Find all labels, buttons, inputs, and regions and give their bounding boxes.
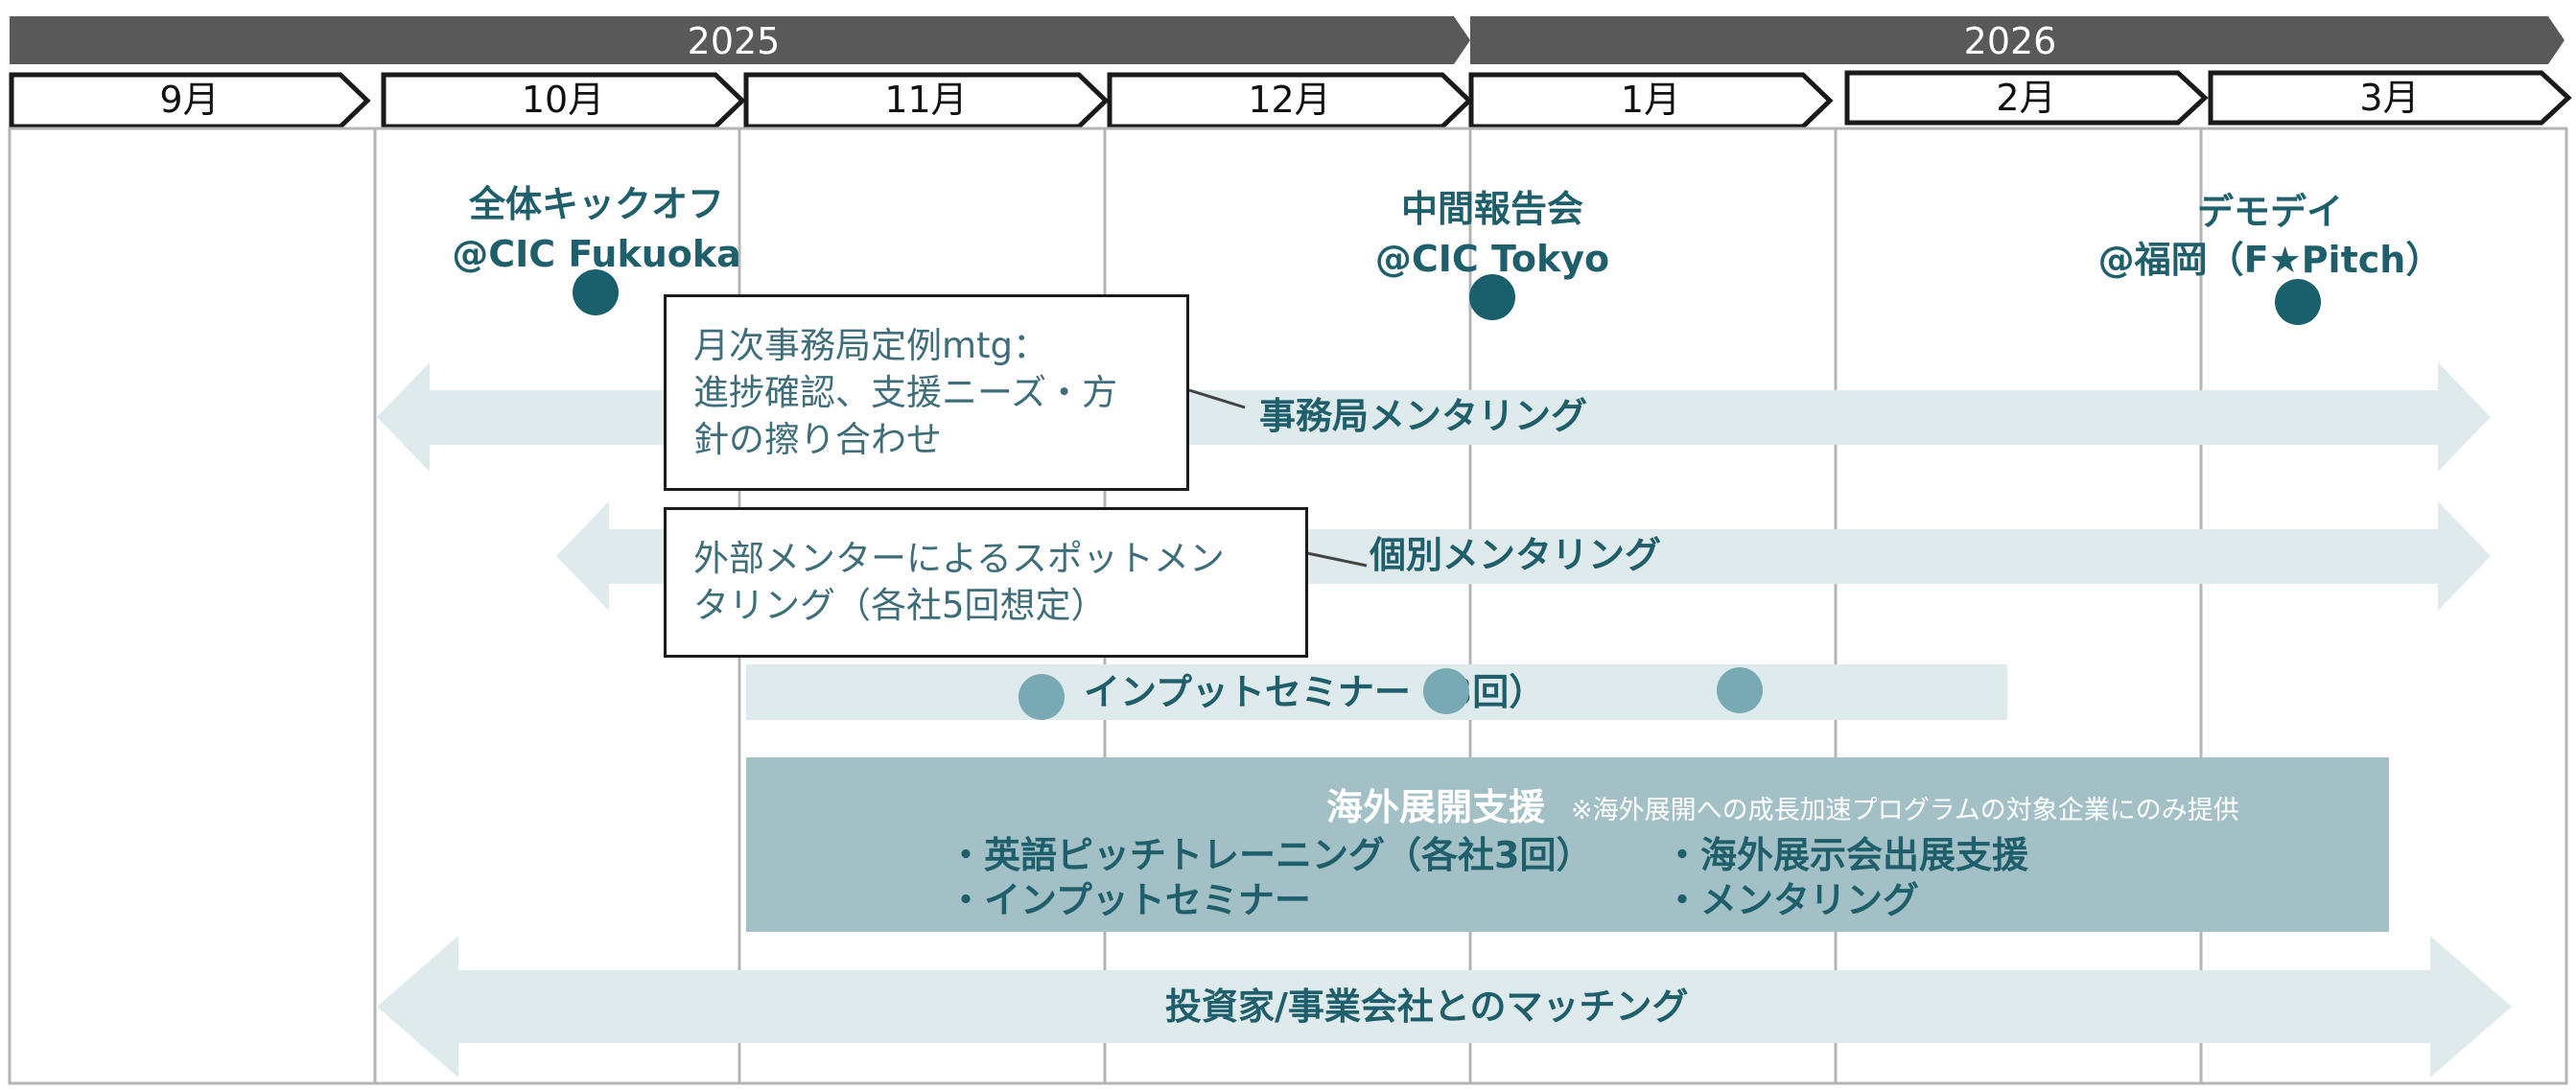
month-chevron-sep <box>9 72 371 129</box>
month-label-nov: 11月 <box>884 79 968 121</box>
milestone-dot-demoday <box>2275 279 2321 325</box>
month-label-dec: 12月 <box>1248 79 1331 121</box>
seminar-dot-3 <box>1717 667 1763 713</box>
matching-label: 投資家/事業会社とのマッチング <box>1165 986 1689 1028</box>
grid-frame <box>8 127 2568 1085</box>
milestone-dot-midterm <box>1469 274 1515 320</box>
year-header <box>10 16 2564 64</box>
seminar-dot-1 <box>1019 674 1065 720</box>
month-chevron-mar <box>2208 70 2572 126</box>
month-chevron-jan <box>1468 72 1834 129</box>
overseas-note: ※海外展開への成長加速プログラムの対象企業にのみ提供 <box>1571 796 2239 825</box>
month-chevron-dec <box>1107 72 1473 129</box>
callout-spot: 外部メンターによるスポットメン タリング（各社5回想定） <box>664 507 1308 658</box>
milestone-demoday-line1: デモデイ <box>2196 191 2343 233</box>
month-label-jan: 1月 <box>1620 79 1681 121</box>
month-label-oct: 10月 <box>521 79 605 121</box>
month-label-sep: 9月 <box>159 79 220 121</box>
month-label-feb: 2月 <box>1996 77 2056 119</box>
milestone-midterm-line1: 中間報告会 <box>1400 188 1583 230</box>
year-bar-2025 <box>10 16 1470 64</box>
overseas-item-exhibition: ・海外展示会出展支援 <box>1664 834 2029 876</box>
individual-mentoring-label: 個別メンタリング <box>1370 534 1662 576</box>
month-header <box>9 70 2572 129</box>
month-label-mar: 3月 <box>2359 77 2420 119</box>
seminar-dot-2-layer <box>1423 668 1469 714</box>
callout-leader-spot <box>1306 551 1368 568</box>
callout-spot-line2: タリング（各社5回想定） <box>693 585 1107 626</box>
milestone-demoday-line2: @福岡（F★Pitch） <box>2097 239 2443 281</box>
overseas-title: 海外展開支援 <box>1326 786 1546 828</box>
overseas-support-box <box>746 757 2389 932</box>
month-chevron-feb <box>1844 70 2209 126</box>
milestone-kickoff-line2: @CIC Fukuoka <box>452 233 741 275</box>
month-chevron-nov <box>743 72 1110 129</box>
month-chevron-oct <box>381 72 746 129</box>
matching-arrow <box>377 936 2512 1078</box>
callout-leader-secretariat <box>1188 388 1246 409</box>
milestone-dot-kickoff <box>573 269 619 315</box>
overseas-item-seminar: ・インプットセミナー <box>948 879 1311 921</box>
seminar-dot-2 <box>1423 668 1469 714</box>
callout-secretariat-line2: 進捗確認、支援ニーズ・方 <box>693 372 1118 413</box>
milestone-kickoff-line1: 全体キックオフ <box>468 183 724 225</box>
year-label-2026: 2026 <box>1963 20 2057 62</box>
callout-spot-line1: 外部メンターによるスポットメン <box>693 538 1225 579</box>
overseas-item-mentoring: ・メンタリング <box>1664 879 1920 921</box>
callout-secretariat: 月次事務局定例mtg： 進捗確認、支援ニーズ・方 針の擦り合わせ <box>664 294 1189 491</box>
milestone-midterm-line2: @CIC Tokyo <box>1374 238 1610 280</box>
year-label-2025: 2025 <box>687 20 781 62</box>
overseas-item-pitch: ・英語ピッチトレーニング（各社3回） <box>948 834 1593 876</box>
callout-secretariat-line3: 針の擦り合わせ <box>693 419 942 460</box>
input-seminar-bar <box>746 664 2007 720</box>
callout-secretariat-line1: 月次事務局定例mtg： <box>693 325 1049 366</box>
year-bar-2026 <box>1470 16 2564 64</box>
secretariat-mentoring-label: 事務局メンタリング <box>1259 395 1588 437</box>
